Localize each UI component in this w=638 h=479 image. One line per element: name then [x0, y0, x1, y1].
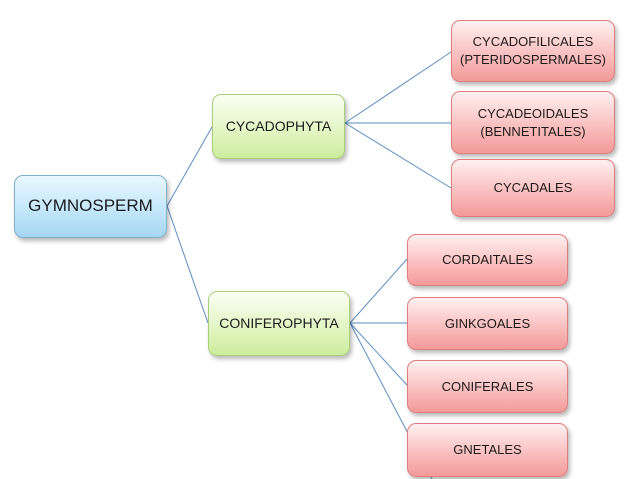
leaf-node-ginkgoales: GINKGOALES	[407, 297, 568, 350]
leaf-node-cycadofilicales: CYCADOFILICALES (PTERIDOSPERMALES)	[451, 20, 615, 82]
leaf-text: CYCADEOIDALES (BENNETITALES)	[478, 105, 589, 140]
connector-coniferophyta-cordaitales	[349, 258, 408, 324]
root-label: GYMNOSPERM	[28, 196, 153, 216]
branch-node-cycadophyta: CYCADOPHYTA	[212, 94, 345, 159]
leaf-label-line1: CYCADEOIDALES	[477, 105, 589, 121]
leaf-label: GINKGOALES	[444, 315, 531, 331]
connector-coniferophyta-coniferales	[349, 322, 408, 386]
leaf-label-line2: (BENNETITALES)	[480, 123, 586, 139]
connector-root-coniferophyta	[166, 205, 209, 324]
leaf-label: GNETALES	[453, 442, 522, 458]
branch-label: CONIFEROPHYTA	[219, 315, 339, 332]
connector-cycadophyta-cycadales	[344, 122, 452, 189]
leaf-node-gnetales: GNETALES	[407, 423, 568, 477]
connector-root-cycadophyta	[166, 126, 213, 207]
connector-cycadophyta-cycadofilicales	[344, 51, 452, 124]
leaf-label-line2: (PTERIDOSPERMALES)	[460, 52, 606, 67]
branch-node-coniferophyta: CONIFEROPHYTA	[208, 291, 350, 356]
leaf-label: CORDAITALES	[442, 252, 533, 268]
leaf-text: CYCADOFILICALES (PTERIDOSPERMALES)	[460, 33, 606, 68]
leaf-node-coniferales: CONIFERALES	[407, 360, 568, 413]
leaf-node-cycadales: CYCADALES	[451, 159, 615, 217]
root-node-gymnosperm: GYMNOSPERM	[14, 175, 167, 238]
branch-label: CYCADOPHYTA	[225, 118, 332, 135]
leaf-node-cycadeoidales: CYCADEOIDALES (BENNETITALES)	[451, 91, 615, 154]
leaf-label: CONIFERALES	[441, 378, 534, 394]
leaf-label: CYCADALES	[493, 180, 573, 196]
leaf-label-line1: CYCADOFILICALES	[472, 34, 594, 50]
leaf-node-cordaitales: CORDAITALES	[407, 234, 568, 286]
